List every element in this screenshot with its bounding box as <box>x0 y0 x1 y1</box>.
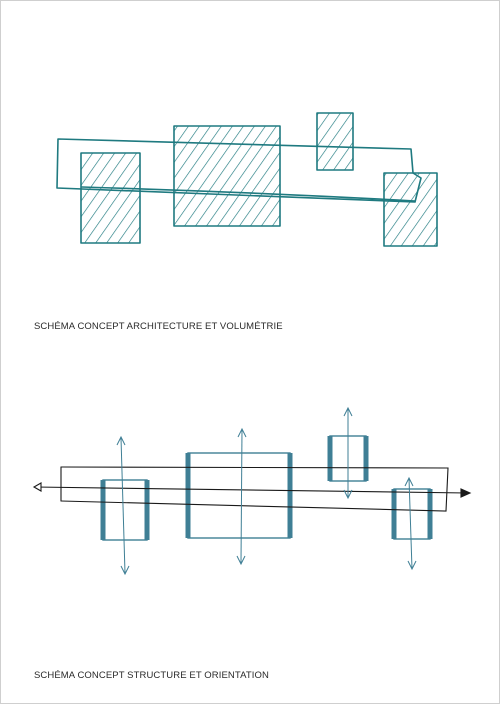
volume-center <box>173 125 281 227</box>
caption-architecture: SCHÉMA CONCEPT ARCHITECTURE ET VOLUMÉTRI… <box>34 321 283 332</box>
arrow-left <box>32 482 42 492</box>
axis-line <box>34 486 468 494</box>
volume-left <box>80 152 141 244</box>
structure-box-right <box>393 488 431 540</box>
structure-box-center <box>187 452 291 539</box>
caption-structure: SCHÉMA CONCEPT STRUCTURE ET ORIENTATION <box>34 670 269 681</box>
volume-right <box>383 172 438 247</box>
horizontal-band <box>32 466 472 512</box>
teal-sketch <box>56 112 438 247</box>
architecture-volume-diagram <box>56 112 438 247</box>
volume-top-right <box>316 112 354 171</box>
band-outline <box>56 138 422 203</box>
structure-orientation-diagram <box>32 406 472 576</box>
band-inner-line <box>81 186 416 202</box>
arrow-right <box>460 488 472 498</box>
orientation-arrow-4 <box>408 477 413 570</box>
orientation-arrow-2 <box>240 428 243 564</box>
vertical-arrows <box>116 406 417 576</box>
blue-volumes <box>100 435 433 541</box>
orientation-arrow-1 <box>120 437 126 574</box>
